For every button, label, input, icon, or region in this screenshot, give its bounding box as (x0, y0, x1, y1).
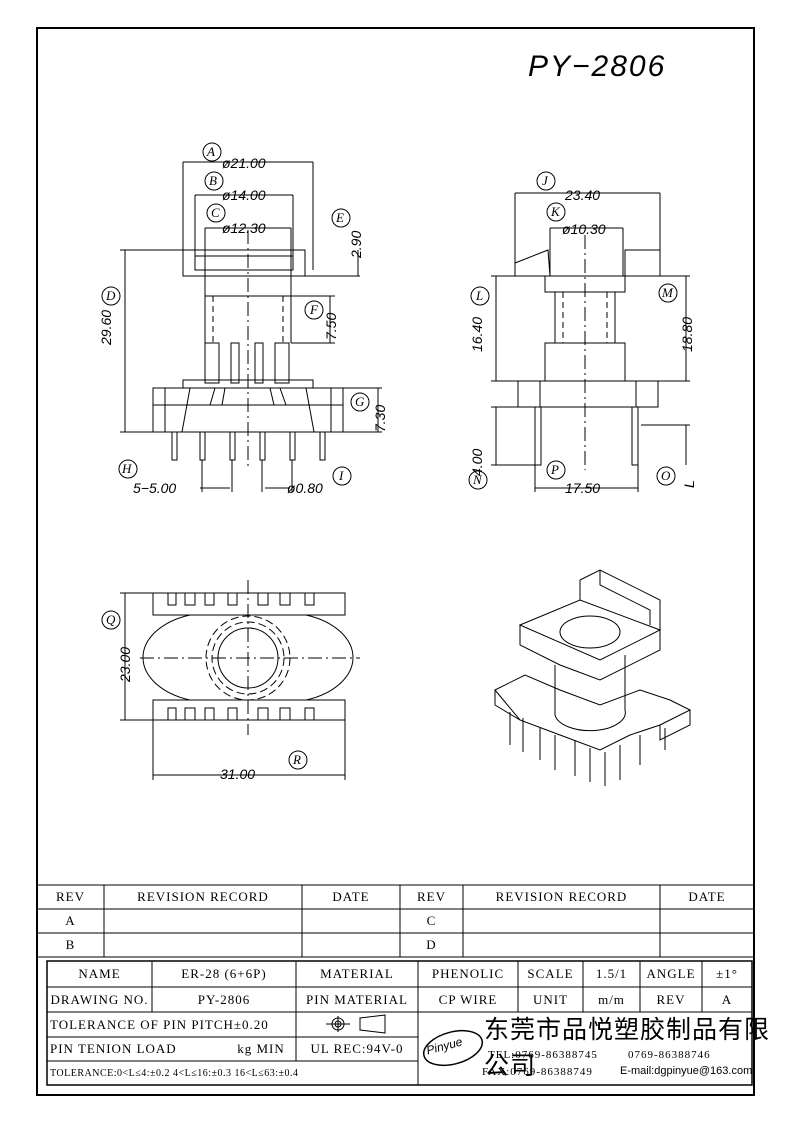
dim-j: 23.40 (565, 187, 601, 203)
iso-pins (509, 712, 666, 786)
rev-value: A (721, 991, 733, 1007)
date-header-2: DATE (688, 889, 726, 904)
revision-record-header-1: REVISION RECORD (137, 889, 269, 904)
rev-label: REV (656, 991, 686, 1007)
dim-h: 5−5.00 (133, 480, 177, 496)
bottom-view (101, 580, 360, 780)
date-header-1: DATE (332, 889, 370, 904)
rev-d: D (426, 937, 437, 952)
dim-b: ø14.00 (222, 187, 266, 203)
unit-label: UNIT (532, 991, 569, 1007)
dim-r: 31.00 (220, 766, 256, 782)
front-view (101, 142, 382, 492)
scale-label: SCALE (527, 966, 574, 981)
callout-k: K (551, 204, 560, 219)
dim-f: 7.50 (323, 312, 339, 340)
dim-q: 23.00 (117, 646, 133, 682)
ul-rec: UL REC:94V-0 (310, 1041, 404, 1056)
dim-c: ø12.30 (222, 220, 266, 236)
side-view (468, 171, 690, 492)
tolerance-pitch: TOLERANCE OF PIN PITCH±0.20 (50, 1016, 269, 1032)
callout-d: D (106, 288, 116, 303)
name-label: NAME (78, 966, 121, 981)
dim-i: ø0.80 (287, 480, 323, 496)
company-email: E-mail:dgpinyue@163.com (620, 1065, 753, 1077)
callout-i: I (339, 468, 344, 483)
dim-p: 17.50 (565, 480, 601, 496)
dim-a: ø21.00 (222, 155, 266, 171)
revision-record-header-2: REVISION RECORD (495, 889, 628, 904)
pin-material-value: CP WIRE (438, 991, 498, 1007)
rev-header-2: REV (417, 889, 446, 904)
callout-m: M (662, 285, 673, 300)
rev-b: B (65, 937, 76, 952)
dim-e: 2.90 (348, 230, 364, 258)
callout-f: F (310, 302, 318, 317)
dim-d: 29.60 (98, 309, 114, 345)
callout-h: H (122, 461, 132, 476)
company-tel: TEL:0769-86388745 (488, 1049, 598, 1061)
callout-q: Q (106, 612, 116, 627)
isometric-view (494, 569, 692, 786)
dim-l: 16.40 (469, 316, 485, 352)
callout-a: A (207, 144, 215, 159)
dim-o: L (681, 480, 697, 488)
material-value: PHENOLIC (431, 966, 505, 981)
callout-r: R (293, 752, 301, 767)
callout-c: C (211, 205, 220, 220)
rev-a: A (65, 913, 76, 928)
angle-label: ANGLE (646, 966, 696, 981)
callout-e: E (336, 210, 344, 225)
drawing-no-label: DRAWING NO. (50, 991, 149, 1007)
callout-l: L (476, 288, 484, 303)
pin-material-label: PIN MATERIAL (306, 991, 408, 1007)
rev-header-1: REV (56, 889, 85, 904)
dim-k: ø10.30 (562, 221, 606, 237)
company-name: 东莞市品悦塑胶制品有限公司 (484, 1015, 771, 1080)
pin-tension-value: kg MIN (237, 1041, 285, 1056)
callout-p: P (551, 462, 559, 477)
callout-n: N (473, 472, 482, 487)
tolerance-ranges: TOLERANCE:0<L≤4:±0.2 4<L≤16:±0.3 16<L≤63… (50, 1067, 299, 1079)
pin-tension-label: PIN TENION LOAD (50, 1041, 177, 1056)
revision-table-lines (36, 884, 755, 958)
name-value: ER-28 (6+6P) (181, 966, 267, 981)
callout-o: O (661, 468, 671, 483)
dim-m: 18.80 (679, 316, 695, 352)
rev-c: C (426, 913, 437, 928)
drawing-no-value: PY-2806 (197, 991, 251, 1007)
title-block-lines (46, 960, 753, 1086)
company-fax: FAX:0769-86388749 (482, 1066, 593, 1078)
callout-g: G (355, 394, 365, 409)
part-code: PY−2806 (528, 50, 667, 83)
unit-value: m/m (598, 991, 625, 1007)
material-label: MATERIAL (320, 966, 394, 981)
scale-value: 1.5/1 (595, 966, 628, 981)
callout-j: J (542, 173, 548, 188)
angle-value: ±1° (716, 966, 738, 981)
sheet-border (36, 27, 755, 1096)
company-tel-2: 0769-86388746 (628, 1049, 711, 1061)
dim-g: 7.30 (372, 404, 388, 432)
callout-b: B (209, 173, 217, 188)
